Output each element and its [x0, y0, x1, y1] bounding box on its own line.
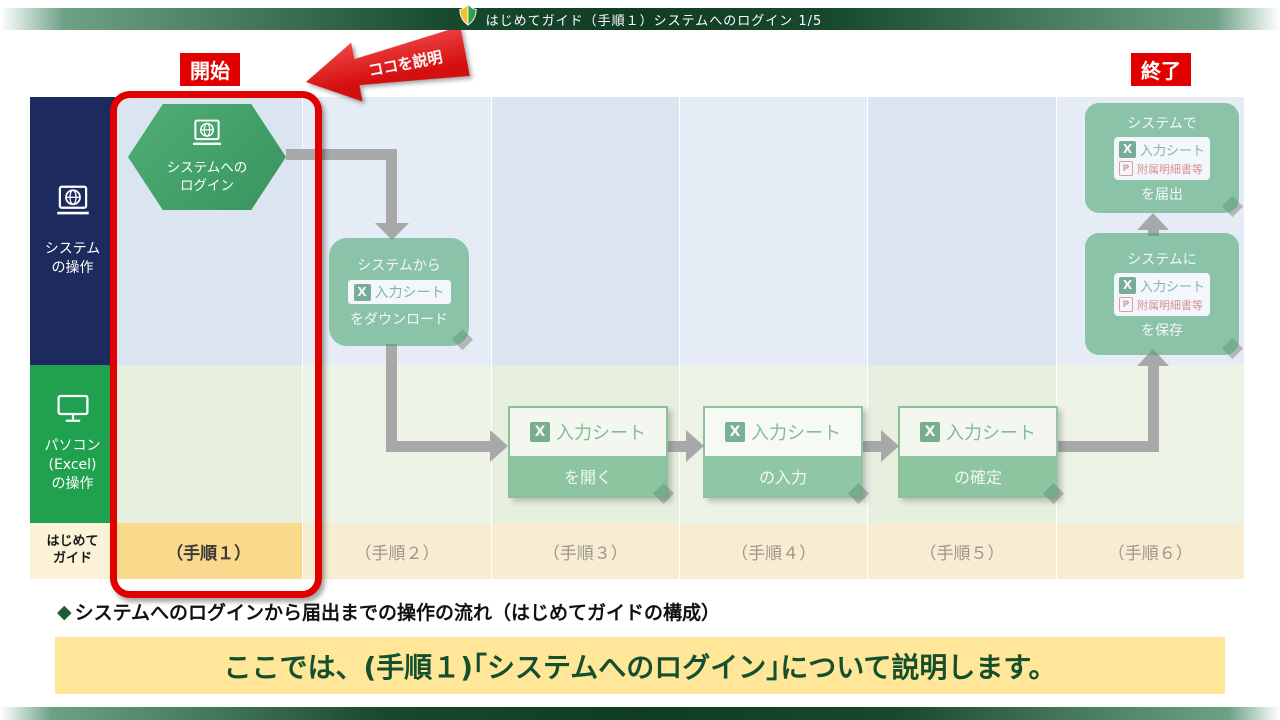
- grid-cell: [868, 97, 1057, 365]
- header-bar: はじめてガイド（手順１）システムへのログイン 1/5: [0, 2, 1280, 30]
- flow-step-confirm: X 入力シート の確定: [898, 406, 1058, 498]
- step-label-4: （手順４）: [679, 523, 869, 579]
- sheet-chip: X 入力シート: [900, 408, 1056, 456]
- diamond-bullet-icon: ◆: [57, 600, 72, 623]
- flow-arrow-segment: [1148, 227, 1159, 236]
- lane-grid: [115, 97, 1245, 523]
- save-line-bottom: を保存: [1141, 322, 1183, 339]
- download-line-top: システムから: [357, 258, 441, 274]
- sheet-label: 入力シート: [1139, 143, 1205, 159]
- step-label-2: （手順２）: [303, 523, 492, 579]
- excel-icon: X: [530, 422, 550, 442]
- sheet-row: X 入力シート: [1118, 140, 1205, 159]
- grid-cell: [679, 97, 869, 365]
- flow-arrow-segment: [286, 149, 396, 160]
- submit-line-bottom: を届出: [1141, 186, 1183, 203]
- flow-arrow-segment: [386, 441, 490, 452]
- callout-text: ココを説明: [366, 47, 444, 80]
- sheet-label: 入力シート: [1139, 279, 1205, 295]
- sheet-chip: X 入力シート: [510, 408, 666, 456]
- flow-step-download: システムから X 入力シート をダウンロード: [329, 238, 469, 346]
- save-line-top: システムに: [1127, 251, 1197, 268]
- grid-cell: [115, 365, 304, 523]
- open-action-label: を開く: [510, 456, 666, 496]
- flow-step-save: システムに X 入力シート P 附属明細書等 を保存: [1085, 233, 1239, 355]
- sheet-label: 入力シート: [556, 423, 646, 444]
- excel-icon: X: [353, 283, 371, 301]
- lane-header-pc: パソコン (Excel) の操作: [30, 365, 115, 523]
- end-label: 終了: [1131, 53, 1191, 86]
- input-action-label: の入力: [705, 456, 861, 496]
- laptop-globe-icon: [188, 119, 226, 154]
- flow-step-open: X 入力シート を開く: [508, 406, 668, 498]
- footer-heading-text: システムへのログインから届出までの操作の流れ（はじめてガイドの構成）: [74, 602, 721, 624]
- sheet-label: 入力シート: [374, 285, 445, 301]
- flow-step-input: X 入力シート の入力: [703, 406, 863, 498]
- download-line-bottom: をダウンロード: [350, 312, 448, 328]
- beginner-mark-icon: [458, 2, 478, 30]
- footer-message-box: ここでは、(手順１)｢システムへのログイン｣について説明します。: [55, 637, 1225, 694]
- flow-step-login: システムへの ログイン: [128, 104, 286, 210]
- excel-icon: X: [725, 422, 745, 442]
- pdf-icon: P: [1118, 161, 1133, 176]
- attachment-label: 附属明細書等: [1136, 298, 1203, 312]
- attachment-row: P 附属明細書等: [1118, 161, 1205, 177]
- lane-header-guide: はじめて ガイド: [30, 523, 115, 579]
- sheet-label: 入力シート: [751, 423, 841, 444]
- pdf-icon: P: [1118, 297, 1133, 312]
- laptop-globe-icon: [52, 185, 94, 224]
- sheet-row: X 入力シート: [1118, 276, 1205, 295]
- flow-arrow-segment: [863, 441, 883, 452]
- flow-arrow-head: [881, 430, 899, 462]
- sheet-label: 入力シート: [946, 423, 1036, 444]
- documents-chip: X 入力シート P 附属明細書等: [1113, 136, 1210, 180]
- lane-label-system: システム の操作: [44, 240, 101, 276]
- flow-arrow-segment: [1148, 362, 1159, 452]
- excel-icon: X: [1118, 140, 1136, 158]
- step-label-6: （手順６）: [1056, 523, 1245, 579]
- page-title: はじめてガイド（手順１）システムへのログイン 1/5: [485, 13, 823, 29]
- desktop-icon: [55, 394, 91, 429]
- start-label: 開始: [180, 53, 240, 86]
- submit-line-top: システムで: [1127, 115, 1197, 132]
- flow-step-submit: システムで X 入力シート P 附属明細書等 を届出: [1085, 103, 1239, 213]
- step-label-1: （手順１）: [115, 523, 304, 579]
- step-label-5: （手順５）: [868, 523, 1057, 579]
- flow-arrow-segment: [668, 441, 688, 452]
- login-label: システムへの ログイン: [166, 159, 248, 194]
- excel-icon: X: [1118, 276, 1136, 294]
- footer-bar: [0, 707, 1280, 720]
- sheet-chip: X 入力シート: [705, 408, 861, 456]
- flow-arrow-segment: [386, 149, 397, 225]
- flow-arrow-segment: [1058, 441, 1158, 452]
- lane-header-system: システム の操作: [30, 97, 115, 365]
- flow-arrow-head: [1137, 213, 1169, 230]
- excel-icon: X: [920, 422, 940, 442]
- footer-message-text: ここでは、(手順１)｢システムへのログイン｣について説明します。: [223, 650, 1057, 684]
- attachment-row: P 附属明細書等: [1118, 297, 1205, 313]
- grid-cell: [491, 97, 680, 365]
- flow-arrow-segment: [386, 344, 397, 447]
- documents-chip: X 入力シート P 附属明細書等: [1113, 272, 1210, 316]
- attachment-label: 附属明細書等: [1136, 162, 1203, 176]
- footer-heading: ◆ システムへのログインから届出までの操作の流れ（はじめてガイドの構成）: [57, 598, 720, 625]
- flow-arrow-head: [686, 430, 704, 462]
- sheet-chip: X 入力シート: [347, 280, 451, 304]
- flow-arrow-head: [490, 430, 508, 462]
- lane-label-pc: パソコン (Excel) の操作: [44, 438, 101, 492]
- steps-row: （手順１） （手順２） （手順３） （手順４） （手順５） （手順６）: [115, 523, 1245, 579]
- confirm-action-label: の確定: [900, 456, 1056, 496]
- step-label-3: （手順３）: [491, 523, 680, 579]
- flow-arrow-head: [375, 223, 409, 240]
- guide-label: はじめて ガイド: [46, 534, 99, 566]
